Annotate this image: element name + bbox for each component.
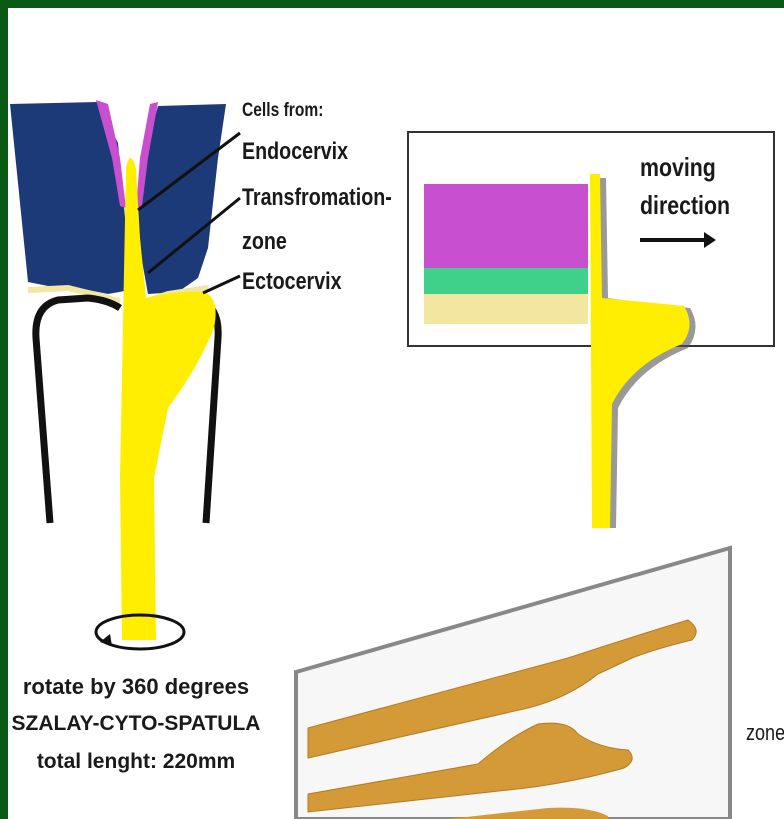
label-cells-from: Cells from:	[242, 100, 323, 122]
label-transformation: Transfromation-	[242, 184, 392, 212]
label-spatula-name: SZALAY-CYTO-SPATULA	[8, 712, 286, 736]
label-direction: direction	[640, 190, 730, 221]
label-ectocervix: Ectocervix	[242, 268, 342, 296]
label-cut-text: zone	[746, 720, 784, 746]
label-moving: moving	[640, 152, 716, 183]
slide: Cells from: Endocervix Transfromation- z…	[8, 8, 784, 819]
label-total-length: total lenght: 220mm	[8, 750, 286, 774]
label-endocervix: Endocervix	[242, 138, 348, 166]
label-rotate: rotate by 360 degrees	[8, 674, 286, 700]
label-zone: zone	[242, 228, 287, 256]
